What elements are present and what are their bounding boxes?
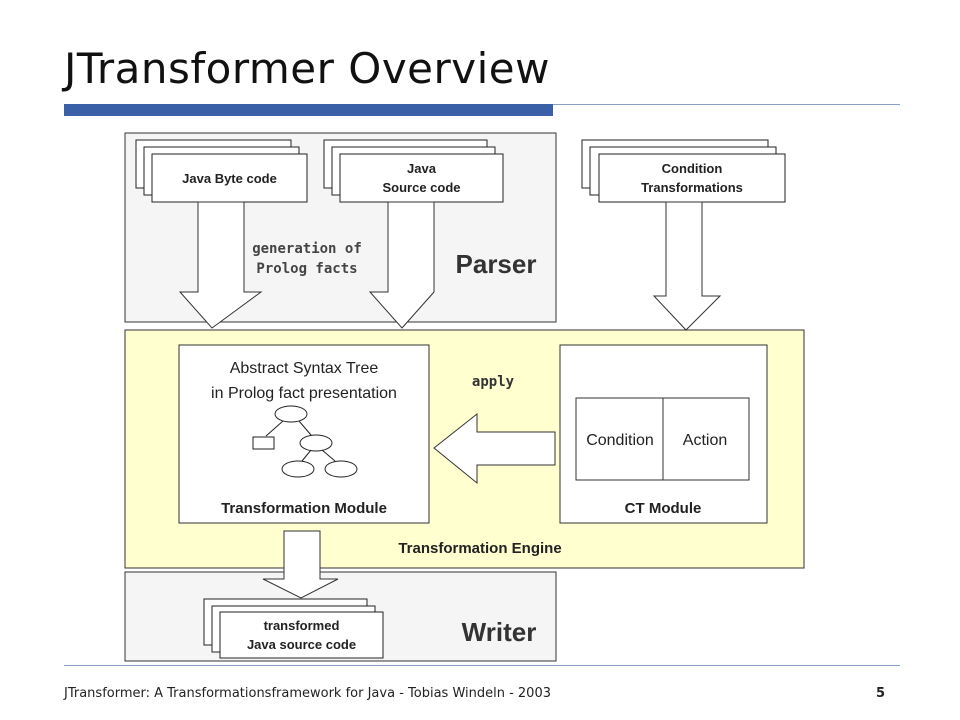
writer-down-arrow xyxy=(262,530,339,599)
transformed-line2: Java source code xyxy=(247,637,356,652)
transformation-module-box xyxy=(178,344,430,524)
java-byte-code-stack: Java Byte code xyxy=(135,139,308,203)
condition-transformations-line2: Transformations xyxy=(641,180,743,195)
footer-text: JTransformer: A Transformationsframework… xyxy=(64,686,551,701)
source-code-down-arrow xyxy=(368,201,435,329)
slide-title: JTransformer Overview xyxy=(64,44,550,93)
condition-transformations-line1: Condition xyxy=(662,161,723,176)
java-source-line2: Source code xyxy=(382,180,460,195)
parser-label: Parser xyxy=(456,249,537,279)
java-source-code-stack: Java Source code xyxy=(323,139,504,203)
apply-label: apply xyxy=(472,374,515,390)
generation-label-line2: Prolog facts xyxy=(256,261,357,277)
condition-cell: Condition xyxy=(586,432,654,449)
title-accent-bar xyxy=(64,104,553,116)
conditions-down-arrow xyxy=(652,201,722,331)
ast-label-line2: in Prolog fact presentation xyxy=(211,385,397,402)
page-number: 5 xyxy=(876,686,886,701)
ast-label-line1: Abstract Syntax Tree xyxy=(230,360,379,377)
condition-transformations-stack: Condition Transformations xyxy=(581,139,786,203)
java-byte-code-label: Java Byte code xyxy=(182,171,277,186)
transformation-module-label: Transformation Module xyxy=(221,500,387,517)
ct-module-label: CT Module xyxy=(625,500,702,517)
transformed-java-source-stack: transformed Java source code xyxy=(203,598,384,659)
java-source-line1: Java xyxy=(407,161,437,176)
action-cell: Action xyxy=(683,432,727,449)
transformation-engine-label: Transformation Engine xyxy=(398,540,561,557)
ast-tree-graphic xyxy=(252,405,358,478)
generation-label-line1: generation of xyxy=(252,241,362,257)
byte-code-down-arrow xyxy=(178,201,263,329)
writer-label: Writer xyxy=(462,617,537,647)
transformed-line1: transformed xyxy=(264,618,340,633)
apply-left-arrow xyxy=(433,412,556,485)
